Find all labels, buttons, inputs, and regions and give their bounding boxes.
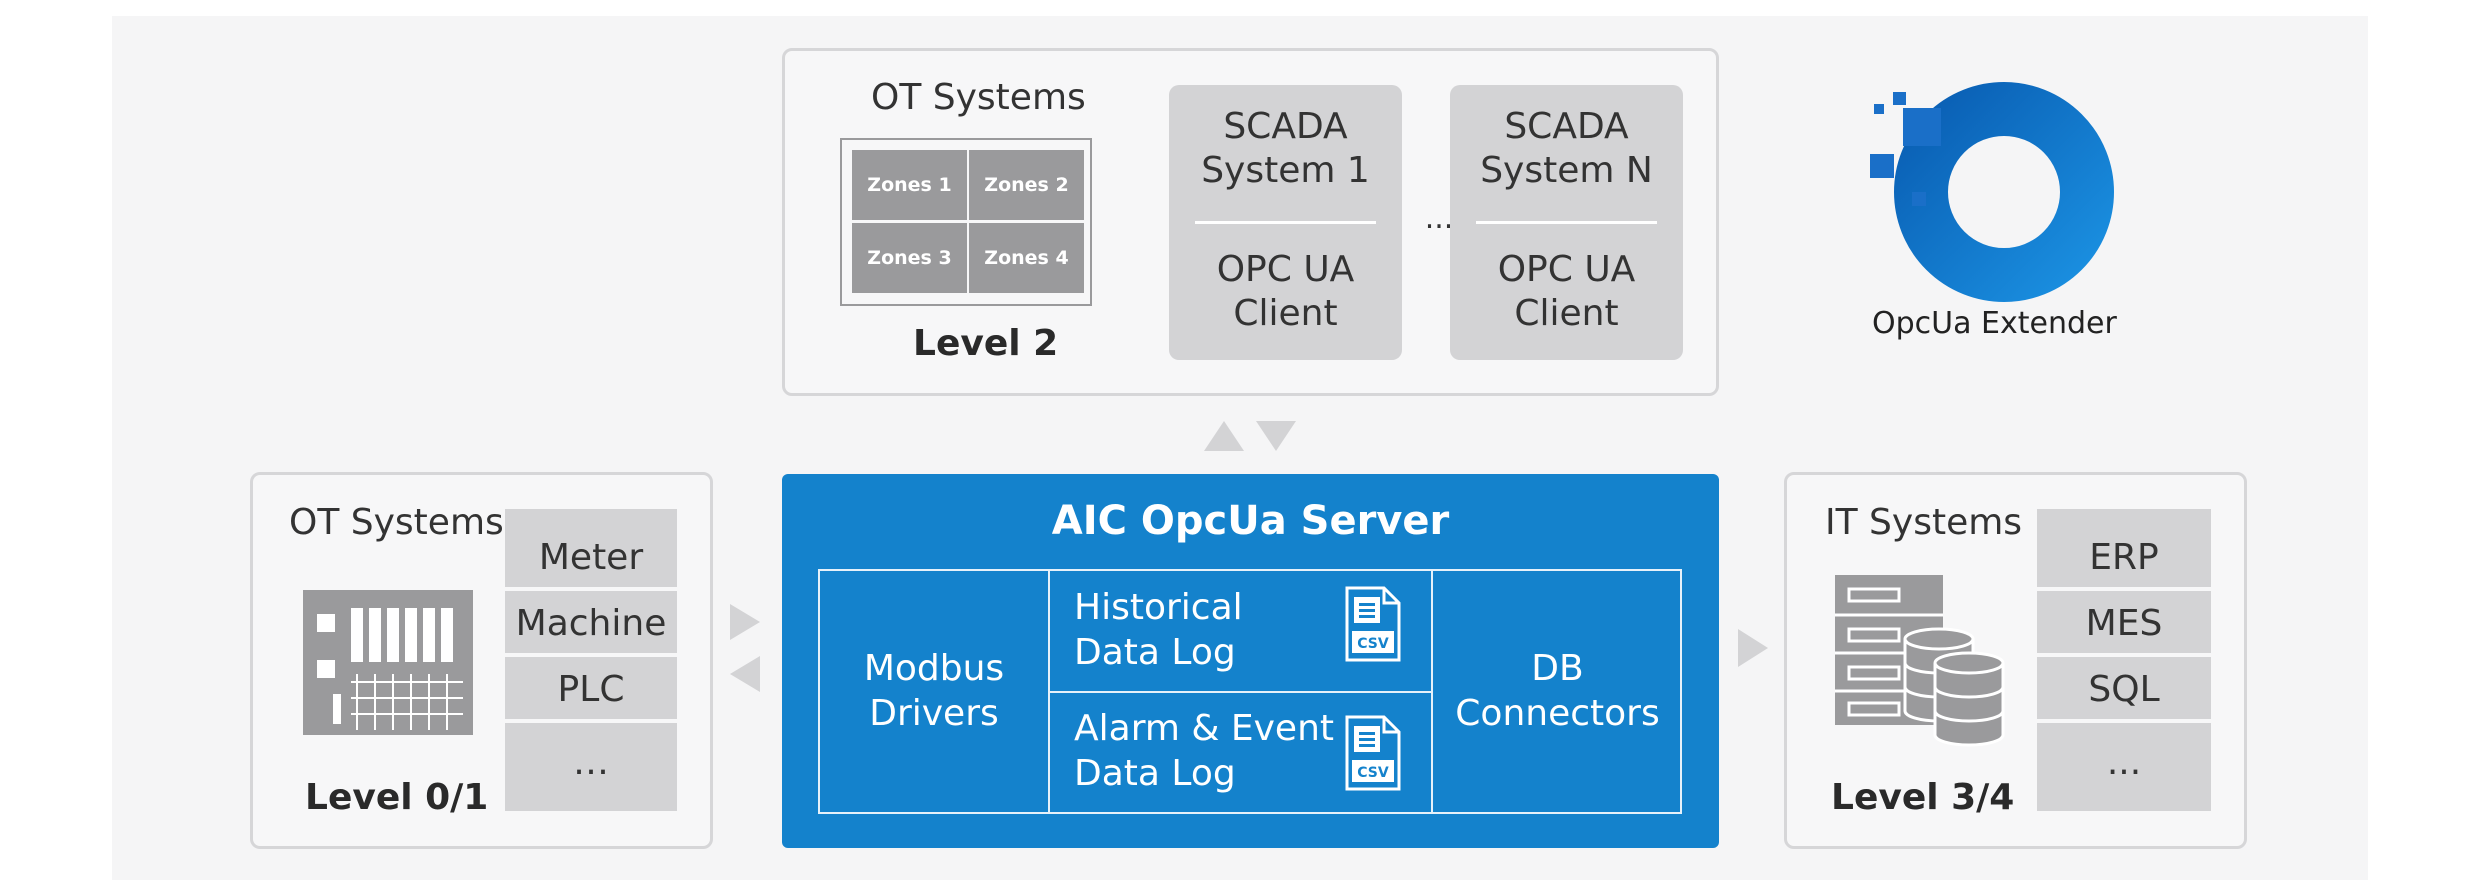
ot-device-list: Meter Machine PLC … <box>505 509 677 811</box>
server-database-icon <box>1835 575 2005 747</box>
right-arrow-icon-2 <box>1738 629 1768 667</box>
scada-n-client-line1: OPC UA <box>1497 249 1636 290</box>
level2-panel: OT Systems Zones 1 Zones 2 Zones 3 Zones… <box>782 48 1719 396</box>
it-item-sql: SQL <box>2037 657 2211 719</box>
modbus-line2: Drivers <box>869 693 999 734</box>
opcua-extender-logo: OpcUa Extender <box>1860 74 2130 354</box>
scada-1-divider <box>1195 221 1376 224</box>
ot-heading: OT Systems <box>289 502 504 543</box>
zone-1: Zones 1 <box>852 150 967 220</box>
level2-label: Level 2 <box>913 323 1059 364</box>
it-item-more: ... <box>2037 723 2211 811</box>
server-modules: Modbus Drivers Historical Data Log CSV A… <box>818 569 1682 814</box>
historical-line2: Data Log <box>1074 632 1236 673</box>
modules-divider-h <box>1048 691 1433 693</box>
scada-n-line2: System N <box>1480 150 1653 191</box>
opcua-extender-logo-icon <box>1870 82 2114 302</box>
plc-rack-icon <box>303 590 473 735</box>
zones-grid: Zones 1 Zones 2 Zones 3 Zones 4 <box>840 138 1092 306</box>
modbus-line1: Modbus <box>863 648 1005 689</box>
ot-item-machine: Machine <box>505 591 677 653</box>
zone-2: Zones 2 <box>969 150 1084 220</box>
scada-1-client-line1: OPC UA <box>1216 249 1355 290</box>
it-system-list: ERP MES SQL ... <box>2037 509 2211 811</box>
aic-opcua-server: AIC OpcUa Server Modbus Drivers Historic… <box>782 474 1719 848</box>
alarm-line2: Data Log <box>1074 753 1236 794</box>
scada-n-line1: SCADA <box>1504 106 1629 147</box>
historical-line1: Historical <box>1074 587 1243 628</box>
it-item-erp: ERP <box>2037 509 2211 587</box>
zone-4: Zones 4 <box>969 223 1084 293</box>
ot-level-label: Level 0/1 <box>305 777 489 818</box>
csv-label: CSV <box>1357 636 1389 652</box>
ot-item-more: … <box>505 723 677 811</box>
it-level-label: Level 3/4 <box>1831 777 2015 818</box>
right-arrow-icon <box>730 604 760 640</box>
zone-3: Zones 3 <box>852 223 967 293</box>
scada-ellipsis: ... <box>1424 201 1454 236</box>
bidirectional-arrows-top <box>1204 421 1296 451</box>
down-arrow-icon <box>1256 421 1296 451</box>
scada-1-line1: SCADA <box>1223 106 1348 147</box>
it-systems-panel: IT Systems Level 3/4 ERP MES SQL ... <box>1784 472 2247 849</box>
scada-1-client-line2: Client <box>1233 293 1338 334</box>
db-line1: DB <box>1531 648 1584 689</box>
ot-item-plc: PLC <box>505 657 677 719</box>
scada-n-client-line2: Client <box>1514 293 1619 334</box>
csv-file-icon: CSV <box>1345 586 1401 662</box>
scada-1-line2: System 1 <box>1201 150 1370 191</box>
bidirectional-arrows-left <box>730 604 760 692</box>
ot-item-meter: Meter <box>505 509 677 587</box>
level2-heading: OT Systems <box>871 77 1086 118</box>
logo-text: OpcUa Extender <box>1872 306 2117 341</box>
csv-label-2: CSV <box>1357 765 1389 781</box>
db-line2: Connectors <box>1455 693 1660 734</box>
scada-system-n-card: SCADA System N OPC UA Client <box>1450 85 1683 360</box>
up-arrow-icon <box>1204 421 1244 451</box>
it-heading: IT Systems <box>1825 502 2023 543</box>
alarm-line1: Alarm & Event <box>1074 708 1335 749</box>
right-arrow-to-it <box>1738 629 1768 667</box>
scada-system-1-card: SCADA System 1 OPC UA Client <box>1169 85 1402 360</box>
csv-file-icon-2: CSV <box>1345 715 1401 791</box>
server-title: AIC OpcUa Server <box>1051 498 1450 544</box>
left-arrow-icon <box>730 656 760 692</box>
ot-systems-panel: OT Systems Level 0/1 Meter Machine PLC … <box>250 472 713 849</box>
scada-n-divider <box>1476 221 1657 224</box>
it-item-mes: MES <box>2037 591 2211 653</box>
